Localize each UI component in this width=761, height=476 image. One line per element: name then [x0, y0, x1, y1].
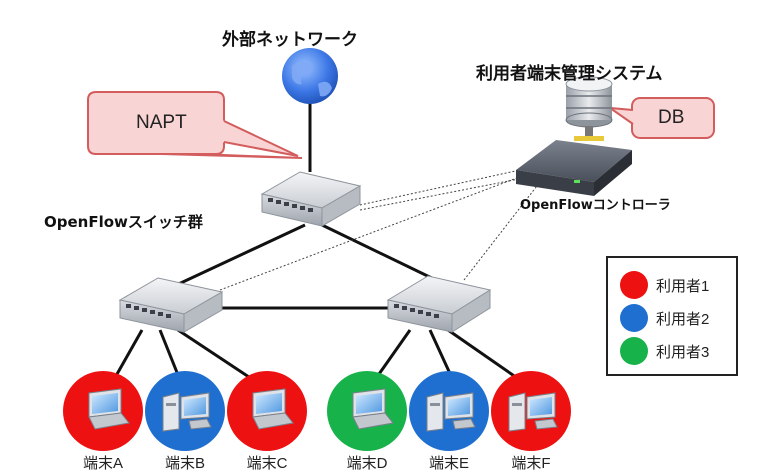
- terminal-2: [145, 371, 225, 451]
- controller-icon: [516, 140, 632, 196]
- desktop-icon: [508, 392, 558, 432]
- desktop-icon: [426, 392, 476, 432]
- terminal-label: 端末F: [511, 455, 551, 472]
- legend-dot: [620, 271, 648, 299]
- terminal-5: [409, 371, 489, 451]
- switch-top-icon: [260, 171, 362, 227]
- napt-callout: [87, 91, 303, 159]
- terminal-label: 端末B: [164, 455, 205, 472]
- management-system-label: 利用者端末管理システム: [476, 64, 663, 84]
- legend-dot: [620, 304, 648, 332]
- database-icon: [565, 76, 613, 141]
- desktop-icon: [162, 392, 212, 432]
- db-label: DB: [658, 107, 685, 128]
- terminal-6: [491, 371, 571, 451]
- switch-right-icon: [386, 275, 492, 333]
- napt-label: NAPT: [136, 112, 187, 133]
- terminal-label: 端末D: [346, 455, 388, 472]
- legend-label: 利用者1: [656, 277, 710, 295]
- terminal-label: 端末E: [428, 455, 469, 472]
- terminal-1: [63, 371, 143, 451]
- legend-item: 利用者2: [620, 303, 709, 333]
- legend-dot: [620, 337, 648, 365]
- legend: 利用者1 利用者2 利用者3: [606, 256, 738, 376]
- globe-icon: [282, 48, 338, 104]
- legend-label: 利用者3: [656, 343, 710, 361]
- network-links: [106, 102, 521, 391]
- legend-item: 利用者1: [620, 270, 709, 300]
- db-callout: [606, 97, 715, 139]
- control-links: [219, 169, 541, 291]
- switch-group-label: OpenFlowスイッチ群: [44, 213, 203, 231]
- legend-item: 利用者3: [620, 336, 709, 366]
- external-network-label: 外部ネットワーク: [222, 30, 358, 50]
- terminal-3: [227, 371, 307, 451]
- terminal-label: 端末C: [246, 455, 288, 472]
- laptop-icon: [88, 388, 130, 430]
- controller-label: OpenFlowコントローラ: [520, 198, 671, 213]
- terminal-4: [327, 371, 407, 451]
- switch-left-icon: [118, 277, 224, 333]
- terminal-label: 端末A: [82, 455, 123, 472]
- legend-label: 利用者2: [656, 310, 710, 328]
- laptop-icon: [352, 388, 394, 430]
- laptop-icon: [252, 388, 294, 430]
